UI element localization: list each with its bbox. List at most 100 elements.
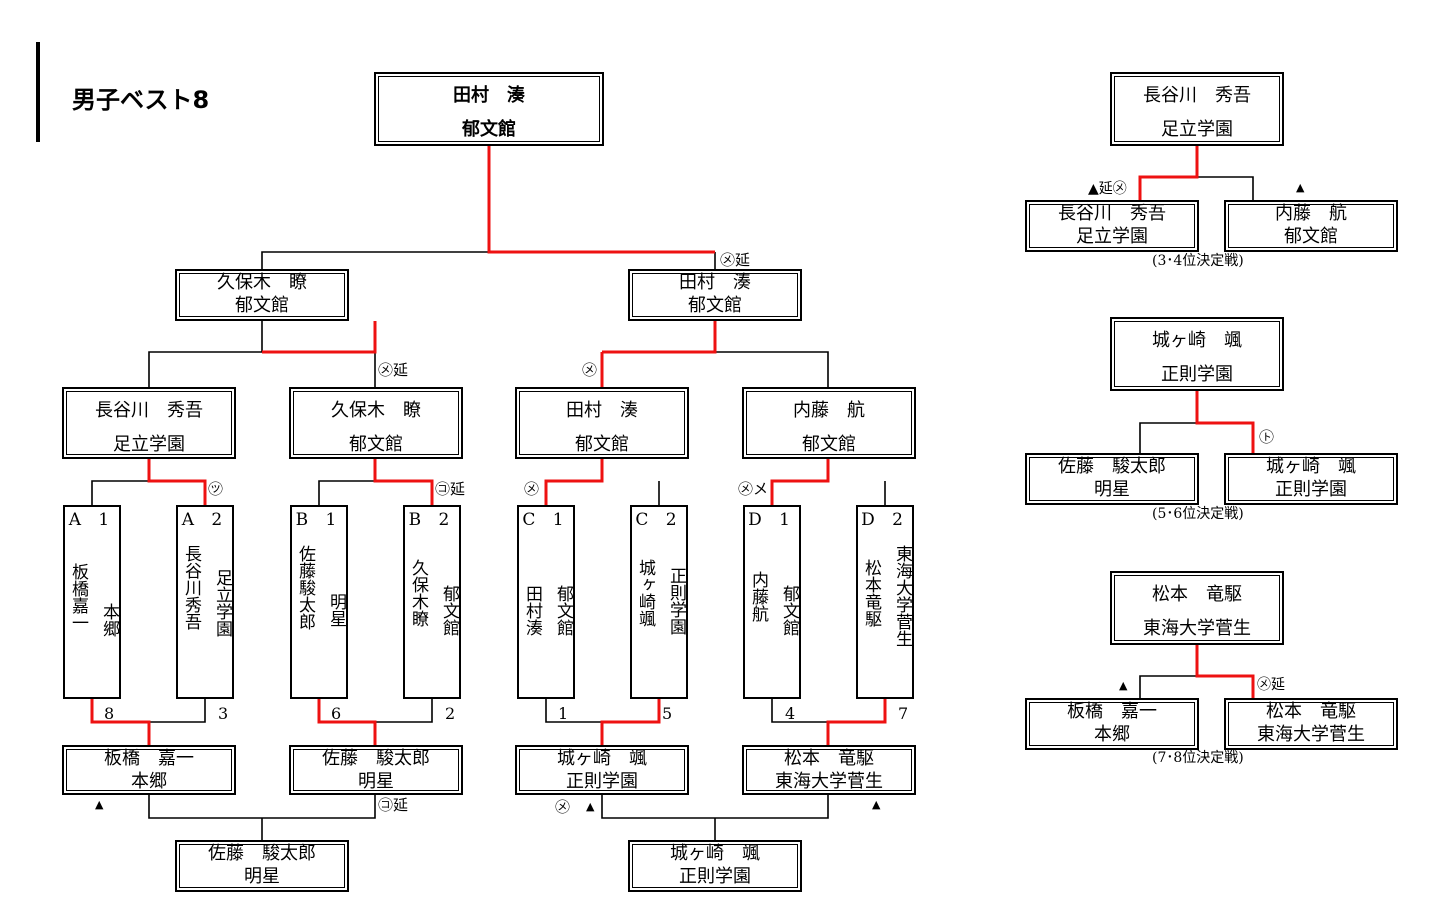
entrant-name: 板橋嘉一 xyxy=(68,563,88,631)
entrant-school: 正則学園 xyxy=(666,567,686,635)
entrant-school: 足立学園 xyxy=(212,569,232,637)
entrant-school: 郁文館 xyxy=(779,585,799,636)
result-label: ▲延㋱ xyxy=(1088,181,1127,197)
seed-label: B 1 xyxy=(295,510,343,530)
result-label: ▲ xyxy=(1119,679,1128,692)
seed-label: D 1 xyxy=(748,510,796,530)
placement-name: 内藤 航 xyxy=(1275,203,1347,224)
result-label: ㋡ xyxy=(208,480,224,498)
draw-number: 2 xyxy=(445,704,456,723)
repechage-box: 板橋 嘉一 本郷 xyxy=(62,745,236,795)
repechage-school: 明星 xyxy=(358,771,394,792)
semifinalist-name: 田村 湊 xyxy=(566,400,638,421)
result-label: ㋙延 xyxy=(378,796,409,814)
page-title: 男子ベスト8 xyxy=(72,86,210,114)
entrant-school: 明星 xyxy=(326,593,346,627)
repechage-name: 松本 竜駆 xyxy=(784,748,874,769)
bracket-line xyxy=(149,699,206,723)
semifinalist-box: 久保木 瞭 郁文館 xyxy=(289,387,463,459)
winner-path xyxy=(317,699,377,745)
bracket-line xyxy=(771,699,828,723)
seed-label: C 2 xyxy=(635,510,683,530)
placement-name: 城ヶ崎 颯 xyxy=(1266,456,1356,477)
repechage-winner-school: 正則学園 xyxy=(679,866,751,887)
qf-entrant-b2: B 2 郁文館 久保木瞭 xyxy=(403,505,461,699)
entrant-school: 本郷 xyxy=(99,603,119,637)
draw-number: 1 xyxy=(558,704,569,723)
placement-name: 板橋 嘉一 xyxy=(1067,701,1157,722)
repechage-winner-school: 明星 xyxy=(244,866,280,887)
draw-number: 4 xyxy=(785,704,796,723)
winner-path xyxy=(602,321,717,354)
semifinalist-name: 長谷川 秀吾 xyxy=(95,400,203,421)
winner-path xyxy=(1138,146,1199,200)
winner-path xyxy=(487,146,715,254)
result-label: ㋣ xyxy=(1259,428,1275,446)
repechage-school: 東海大学菅生 xyxy=(775,771,883,792)
placement-caption: (3･4位決定戦) xyxy=(1152,253,1244,269)
entrant-name: 田村湊 xyxy=(522,585,542,636)
winner-path xyxy=(147,459,207,505)
bracket-line xyxy=(261,251,489,269)
finalist-name: 田村 湊 xyxy=(679,272,751,293)
entrant-name: 長谷川秀吾 xyxy=(181,545,201,630)
winner-path xyxy=(373,459,434,505)
placement-box: 内藤 航 郁文館 xyxy=(1224,200,1398,252)
finalist-box-left: 久保木 瞭 郁文館 xyxy=(175,269,349,321)
placement-name: 松本 竜駆 xyxy=(1266,701,1356,722)
bracket-line xyxy=(1197,176,1254,200)
title-accent-bar xyxy=(36,42,40,142)
placement-winner-school: 東海大学菅生 xyxy=(1143,618,1251,639)
semifinalist-school: 足立学園 xyxy=(113,434,185,455)
placement-box: 松本 竜駆 東海大学菅生 xyxy=(1224,698,1398,750)
result-label: ㋱ xyxy=(582,361,598,379)
placement-name: 佐藤 駿太郎 xyxy=(1058,456,1166,477)
result-label: ㋙延 xyxy=(435,480,466,498)
qf-entrant-d1: D 1 郁文館 内藤航 xyxy=(743,505,801,699)
semifinalist-name: 内藤 航 xyxy=(793,400,865,421)
repechage-school: 正則学園 xyxy=(566,771,638,792)
repechage-box: 佐藤 駿太郎 明星 xyxy=(289,745,463,795)
bracket-line xyxy=(318,480,375,505)
placement-box: 城ヶ崎 颯 正則学園 xyxy=(1224,453,1398,505)
result-label: ㋱延 xyxy=(378,361,409,379)
bracket-line xyxy=(148,795,376,819)
qf-entrant-d2: D 2 東海大学菅生 松本竜駆 xyxy=(856,505,914,699)
draw-number: 8 xyxy=(104,704,115,723)
placement-box: 佐藤 駿太郎 明星 xyxy=(1025,453,1199,505)
winner-path xyxy=(826,699,887,745)
placement-winner-box: 長谷川 秀吾 足立学園 xyxy=(1110,72,1284,146)
winner-path xyxy=(1195,391,1255,453)
finalist-school: 郁文館 xyxy=(235,295,289,316)
entrant-name: 城ヶ崎颯 xyxy=(635,559,655,627)
result-label: ㋱ xyxy=(555,798,571,816)
entrant-name: 佐藤駿太郎 xyxy=(295,545,315,630)
repechage-winner-box: 城ヶ崎 颯 正則学園 xyxy=(628,840,802,892)
semifinalist-school: 郁文館 xyxy=(575,434,629,455)
placement-box: 長谷川 秀吾 足立学園 xyxy=(1025,200,1199,252)
qf-entrant-a1: A 1 本郷 板橋嘉一 xyxy=(63,505,121,699)
entrant-school: 東海大学菅生 xyxy=(892,545,912,647)
qf-entrant-a2: A 2 足立学園 長谷川秀吾 xyxy=(176,505,234,699)
draw-number: 3 xyxy=(218,704,229,723)
semifinalist-name: 久保木 瞭 xyxy=(331,400,421,421)
semifinalist-box: 長谷川 秀吾 足立学園 xyxy=(62,387,236,459)
placement-winner-name: 松本 竜駆 xyxy=(1152,584,1242,605)
result-label: ㋱メ xyxy=(738,480,769,498)
repechage-winner-box: 佐藤 駿太郎 明星 xyxy=(175,840,349,892)
champion-name: 田村 湊 xyxy=(453,85,525,106)
placement-winner-school: 足立学園 xyxy=(1161,119,1233,140)
placement-school: 明星 xyxy=(1094,479,1130,500)
seed-label: C 1 xyxy=(522,510,570,530)
placement-winner-box: 城ヶ崎 颯 正則学園 xyxy=(1110,317,1284,391)
placement-caption: (7･8位決定戦) xyxy=(1152,750,1244,766)
champion-school: 郁文館 xyxy=(462,119,516,140)
result-label: ▲ xyxy=(872,798,881,811)
placement-winner-name: 長谷川 秀吾 xyxy=(1143,85,1251,106)
finalist-box-right: 田村 湊 郁文館 xyxy=(628,269,802,321)
entrant-name: 松本竜駆 xyxy=(861,559,881,627)
bracket-line xyxy=(148,321,263,387)
semifinalist-school: 郁文館 xyxy=(349,434,403,455)
repechage-name: 板橋 嘉一 xyxy=(104,748,194,769)
placement-winner-box: 松本 竜駆 東海大学菅生 xyxy=(1110,571,1284,645)
